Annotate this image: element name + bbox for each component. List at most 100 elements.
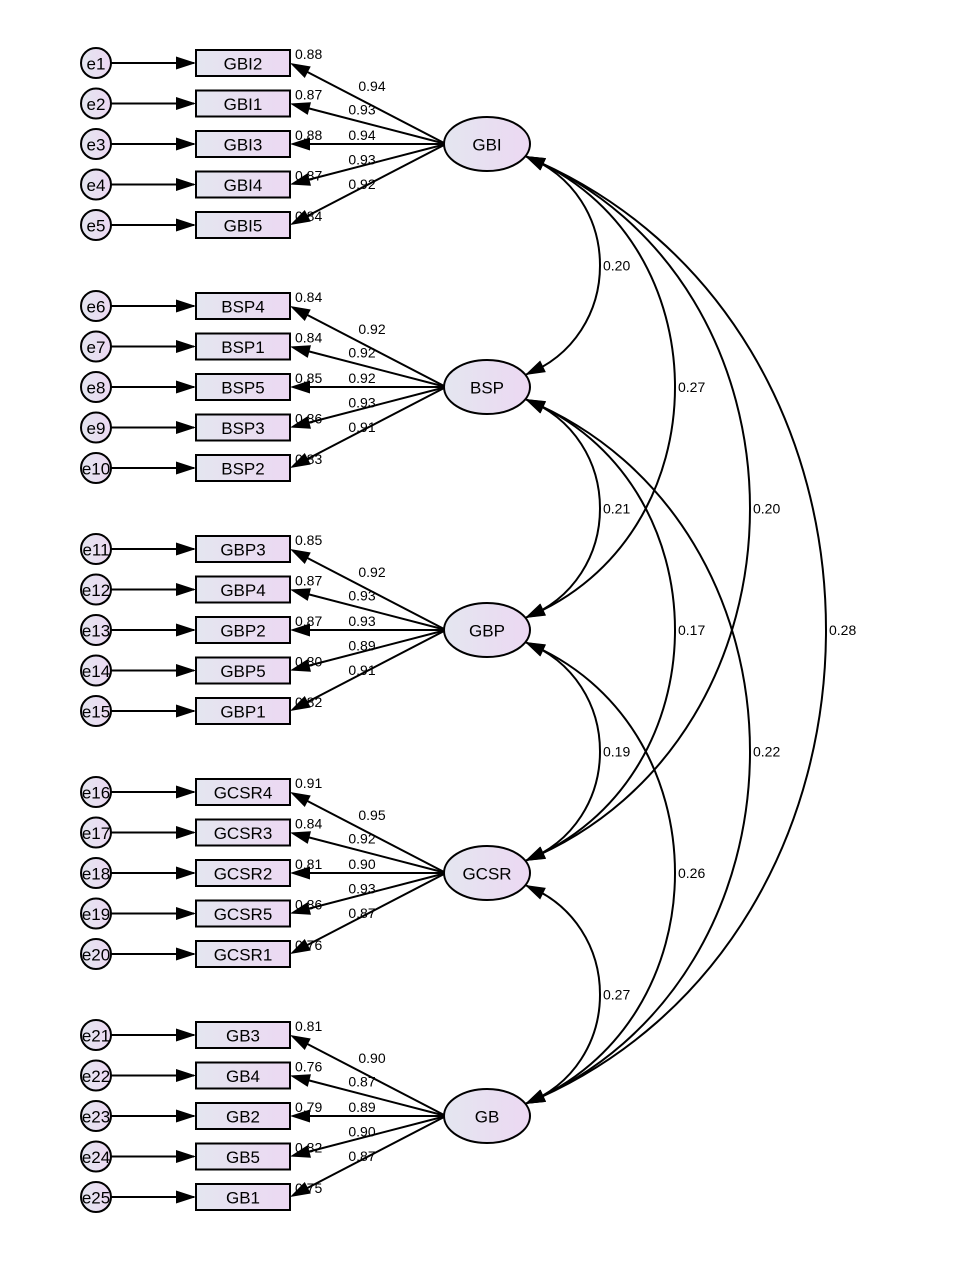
error-term-label: e25 [82,1189,110,1208]
indicator-box [195,778,291,806]
indicator-label: GB4 [226,1067,260,1086]
error-term-circle [80,897,112,930]
arrowhead-icon [525,1090,546,1104]
arrowhead-icon [290,1182,311,1197]
indicator-box [195,1183,291,1211]
error-term-label: e22 [82,1067,110,1086]
error-term-circle [80,47,112,79]
correlation-value: 0.19 [603,744,630,760]
correlation-curve [524,398,676,862]
indicator-box [195,940,291,968]
loading-path-line [305,872,447,947]
correlation-value: 0.20 [603,258,630,274]
correlation-curve [524,641,676,1105]
loading-path-line [305,1042,447,1117]
arrowhead-icon [176,1190,196,1204]
factor-loading-value: 0.87 [348,1074,375,1090]
error-term-label: e17 [82,824,110,843]
latent-variable-ellipse [443,602,531,658]
factor-loading-value: 0.94 [358,78,385,94]
indicator-box [195,859,291,887]
arrowhead-icon [290,453,311,468]
arrowhead-icon [290,380,310,394]
correlation-curve [524,155,827,1105]
arrowhead-icon [290,623,310,637]
error-term-label: e18 [82,865,110,884]
r-squared-value: 0.84 [295,816,322,832]
arrowhead-icon [176,218,196,232]
indicator-box [195,332,291,361]
arrowhead-icon [176,56,196,70]
indicator-label: GCSR1 [214,946,273,965]
factor-loading-value: 0.91 [348,662,375,678]
factor-loading-value: 0.93 [348,613,375,629]
arrowhead-icon [290,1145,311,1158]
factor-loading-value: 0.87 [348,905,375,921]
loading-path-line [307,872,447,910]
correlation-curve [524,155,676,619]
error-term-circle [80,938,112,970]
r-squared-value: 0.85 [295,370,322,386]
error-term-label: e5 [87,217,106,236]
loading-path-line [307,1115,447,1153]
factor-loading-value: 0.92 [348,831,375,847]
arrowhead-icon [176,1069,196,1082]
indicator-box [195,170,291,199]
error-term-circle [80,816,112,849]
error-term-label: e8 [87,379,106,398]
arrowhead-icon [290,696,311,711]
r-squared-value: 0.79 [295,1099,322,1115]
factor-loading-value: 0.90 [358,1050,385,1066]
factor-loading-value: 0.93 [348,152,375,168]
indicator-box [195,211,291,239]
indicator-label: GBI4 [224,176,263,195]
error-term-label: e23 [82,1108,110,1127]
error-term-circle [80,168,112,201]
error-term-label: e20 [82,946,110,965]
factor-loading-value: 0.92 [348,370,375,386]
r-squared-value: 0.87 [295,613,322,629]
indicator-label: GBP4 [220,581,265,600]
arrowhead-icon [176,97,196,110]
r-squared-value: 0.82 [295,1140,322,1156]
loading-path-line [305,386,447,461]
error-term-circle [80,857,112,889]
error-term-circle [80,452,112,484]
error-term-label: e10 [82,460,110,479]
error-term-circle [80,614,112,646]
correlation-curve [524,884,601,1105]
indicator-box [195,1061,291,1090]
error-term-circle [80,1140,112,1173]
arrowhead-icon [525,885,546,900]
arrowhead-icon [525,156,546,170]
error-term-circle [80,1100,112,1132]
arrowhead-icon [290,659,311,672]
loading-path-line [307,386,447,424]
loading-path-line [305,143,447,218]
arrowhead-icon [176,340,196,353]
correlation-value: 0.27 [603,987,630,1003]
arrowhead-icon [525,642,546,657]
correlation-curve [524,641,601,862]
r-squared-value: 0.85 [295,532,322,548]
correlation-value: 0.21 [603,501,630,517]
factor-loading-value: 0.87 [348,1148,375,1164]
r-squared-value: 0.80 [295,654,322,670]
loading-path-line [305,799,447,874]
r-squared-value: 0.87 [295,87,322,103]
latent-variable-label: GBP [469,622,505,641]
indicator-label: GBP1 [220,703,265,722]
indicator-label: GCSR2 [214,865,273,884]
loading-path-line [307,107,447,145]
correlation-curve [524,155,751,862]
correlation-layer [524,155,827,1105]
factor-loading-value: 0.89 [348,1099,375,1115]
error-term-label: e2 [87,95,106,114]
error-term-label: e3 [87,136,106,155]
error-term-circle [80,209,112,241]
error-term-circle [80,87,112,120]
arrowhead-icon [290,549,311,564]
arrowhead-icon [290,1074,311,1087]
latent-variable-label: BSP [470,379,504,398]
